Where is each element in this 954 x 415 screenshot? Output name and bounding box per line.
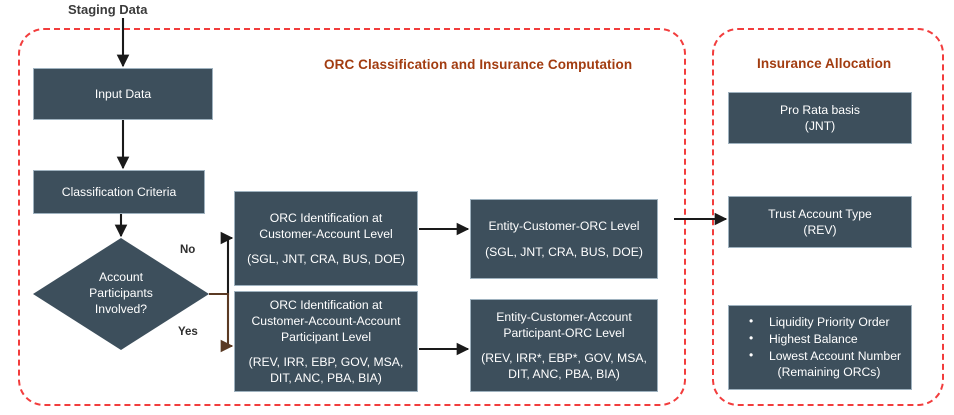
diamond-label: Account Participants Involved? [33,238,209,350]
orc-cap-codes-line1: (REV, IRR, EBP, GOV, MSA, [248,355,404,370]
list-item: Highest Balance [743,330,901,348]
staging-data-label: Staging Data [68,2,148,17]
orc-cap-line3: Participant Level [280,329,372,344]
node-decision-account-participants[interactable]: Account Participants Involved? [33,238,209,350]
remaining-orcs-bullet-list: Liquidity Priority Order Highest Balance… [739,313,901,365]
pro-rata-line1: Pro Rata basis [780,102,860,117]
panel-right-title: Insurance Allocation [757,56,892,71]
ent-orc-codes: (SGL, JNT, CRA, BUS, DOE) [485,244,643,259]
node-remaining-orcs[interactable]: Liquidity Priority Order Highest Balance… [728,305,912,390]
ent-part-orc-codes-line2: DIT, ANC, PBA, BIA) [508,367,620,382]
node-input-data[interactable]: Input Data [33,68,213,120]
ent-orc-line1: Entity-Customer-ORC Level [488,219,640,234]
node-entity-customer-account-participant-orc[interactable]: Entity-Customer-Account Participant-ORC … [470,299,658,392]
list-item: Lowest Account Number [743,347,901,365]
orc-cap-line2: Customer-Account-Account [251,313,401,328]
node-input-data-line1: Input Data [94,86,152,101]
decision-line2: Participants [89,286,153,301]
ent-part-orc-line2: Participant-ORC Level [503,325,625,340]
remaining-orcs-note: (Remaining ORCs) [777,365,881,380]
node-trust-account-type[interactable]: Trust Account Type (REV) [728,196,912,248]
orc-cap-codes-line2: DIT, ANC, PBA, BIA) [270,371,382,386]
ent-part-orc-codes-line1: (REV, IRR*, EBP*, GOV, MSA, [481,351,647,365]
node-orc-customer-account[interactable]: ORC Identification at Customer-Account L… [234,191,418,286]
node-pro-rata-basis[interactable]: Pro Rata basis (JNT) [728,92,912,144]
orc-ca-line2: Customer-Account Level [259,226,393,241]
node-classification-criteria[interactable]: Classification Criteria [33,170,205,214]
orc-ca-codes: (SGL, JNT, CRA, BUS, DOE) [247,252,405,267]
panel-left-title: ORC Classification and Insurance Computa… [324,57,633,72]
orc-ca-line1: ORC Identification at [269,210,383,225]
node-entity-customer-orc[interactable]: Entity-Customer-ORC Level (SGL, JNT, CRA… [470,199,658,279]
decision-line3: Involved? [94,301,148,316]
node-classification-criteria-line1: Classification Criteria [61,184,177,199]
list-item: Liquidity Priority Order [743,313,901,331]
trust-line2: (REV) [803,223,837,237]
trust-line1: Trust Account Type [768,206,872,221]
branch-label-no: No [180,244,196,256]
branch-label-yes: Yes [178,326,198,338]
pro-rata-line2: (JNT) [804,119,836,133]
orc-cap-line1: ORC Identification at [269,297,383,312]
panel-insurance-allocation [712,28,944,406]
ent-part-orc-line1: Entity-Customer-Account [496,309,632,324]
decision-line1: Account [98,270,144,285]
node-orc-customer-account-participant[interactable]: ORC Identification at Customer-Account-A… [234,291,418,392]
panel-orc-classification [18,28,686,406]
